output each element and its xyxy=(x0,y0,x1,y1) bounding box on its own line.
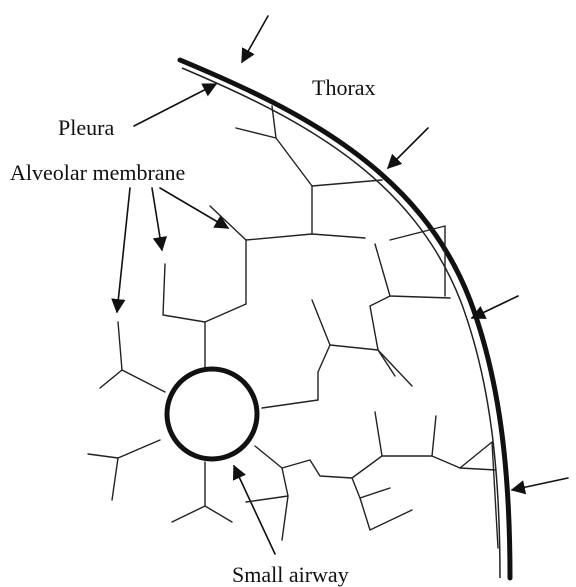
alveolar-arrow-2 xyxy=(152,188,162,250)
thorax-wall xyxy=(180,60,510,578)
alveolar-arrow-3 xyxy=(160,188,228,228)
small-airway-arrow xyxy=(234,466,275,554)
thorax-arrow-lower-right xyxy=(512,478,568,490)
label-alveolar-membrane: Alveolar membrane xyxy=(10,160,185,185)
label-thorax: Thorax xyxy=(312,75,376,100)
label-small-airway: Small airway xyxy=(232,562,349,587)
thorax-arrow-top xyxy=(242,16,268,62)
alveolar-arrow-1 xyxy=(117,188,130,312)
label-pleura: Pleura xyxy=(58,115,114,140)
pleura-arrow xyxy=(134,84,216,126)
small-airway-circle xyxy=(167,369,257,459)
thorax-arrow-right xyxy=(472,296,518,318)
thorax-arrow-upper-right xyxy=(388,128,428,168)
